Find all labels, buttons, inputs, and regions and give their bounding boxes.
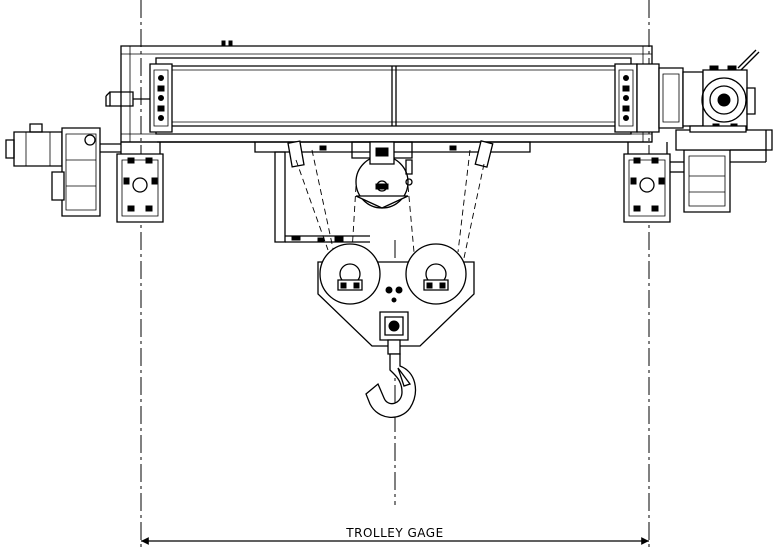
left-travel-motor [6,124,121,216]
hoist-drum [156,58,631,134]
lower-block [318,244,474,354]
hoist-ropes [296,150,484,258]
equalizer-sheave [356,142,412,208]
left-drum-bearing [150,64,172,132]
crane-hook [366,354,415,417]
trolley-gage-label: TROLLEY GAGE [345,526,443,540]
left-end-truck [117,142,163,222]
trolley-frame [121,41,652,142]
hoist-motor [637,50,759,132]
right-travel-gearbox [670,130,772,212]
right-drum-bearing [615,64,637,132]
limit-switch-lever [106,92,150,106]
right-end-truck [624,142,670,222]
trolley-gage-dimension: TROLLEY GAGE [141,526,649,545]
rope-guides [288,141,493,167]
